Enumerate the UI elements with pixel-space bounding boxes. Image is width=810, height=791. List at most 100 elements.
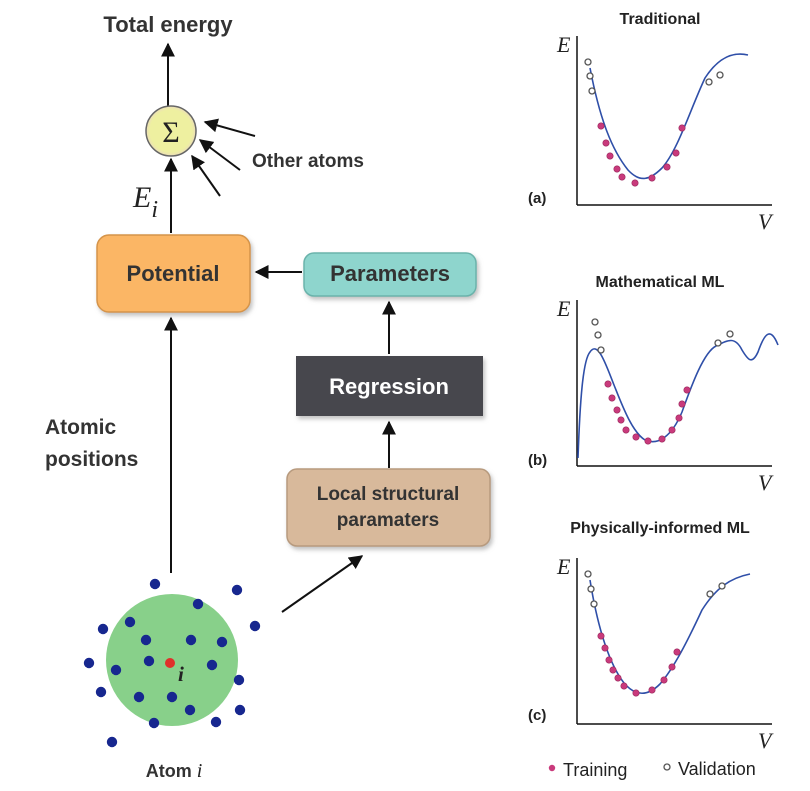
legend: Training Validation [548,759,756,780]
panel-tag: (a) [528,190,546,207]
regression-label: Regression [329,374,449,399]
neighbor-atom-dot [110,664,122,676]
arrow-other-atom-1 [203,118,256,137]
training-point [644,437,652,445]
validation-point [584,570,592,578]
neighbor-atom-dot [148,717,160,729]
training-point [673,648,681,656]
parameters-box: Parameters [303,252,477,297]
x-axis-label: V [758,209,774,234]
validation-point [714,339,722,347]
neighbor-atom-dot [185,634,197,646]
sum-node: Σ [145,105,197,157]
training-point [678,124,686,132]
neighbor-atom-dot [249,620,261,632]
validation-point [590,600,598,608]
training-point [597,122,605,130]
neighbor-atom-dot [166,691,178,703]
regression-box: Regression [296,356,483,416]
training-point [658,435,666,443]
y-axis-label: E [556,296,571,321]
other-atoms-label: Other atoms [252,151,364,172]
training-point [601,644,609,652]
atom-cluster: i [83,578,261,748]
total-energy-label: Total energy [103,12,233,37]
training-point [678,400,686,408]
training-point [608,394,616,402]
center-atom-dot [165,658,175,668]
atomic-positions-line2: positions [45,448,138,471]
potential-label: Potential [127,261,220,286]
training-point [613,165,621,173]
fit-curve [589,573,751,695]
validation-point [588,87,596,95]
neighbor-atom-dot [210,716,222,728]
training-point [614,674,622,682]
validation-point [706,590,714,598]
arrow-other-atom-3 [191,154,221,197]
validation-point [597,346,605,354]
training-point [648,686,656,694]
training-point [668,663,676,671]
neighbor-atom-dot [97,623,109,635]
sum-symbol: Σ [162,116,179,149]
neighbor-atom-dot [234,704,246,716]
x-axis-label: V [758,728,774,753]
training-point [632,433,640,441]
neighbor-atom-dot [192,598,204,610]
local-structural-box: Local structural paramaters [286,468,491,547]
arrow-other-atom-2 [198,139,241,171]
legend-validation-label: Validation [678,759,756,779]
neighbor-atom-dot [216,636,228,648]
training-point [618,173,626,181]
training-point [605,656,613,664]
training-point [604,380,612,388]
training-point [617,416,625,424]
atomic-positions-line1: Atomic [45,416,116,439]
training-point [620,682,628,690]
training-point [597,632,605,640]
neighbor-atom-dot [95,686,107,698]
neighbor-atom-dot [133,691,145,703]
neighbor-atom-dot [149,578,161,590]
neighbor-atom-dot [106,736,118,748]
center-atom-label: i [178,662,184,686]
neighbor-atom-dot [83,657,95,669]
training-point [632,689,640,697]
validation-point [594,331,602,339]
legend-validation-marker [663,763,671,771]
neighbor-atom-dot [143,655,155,667]
energy-ei-label: Ei [132,181,158,223]
fit-curve [577,333,779,459]
training-point [663,163,671,171]
validation-point [718,582,726,590]
training-point [602,139,610,147]
y-axis-label: E [556,32,571,57]
validation-point [705,78,713,86]
neighbor-atom-dot [140,634,152,646]
local-structural-line1: Local structural [317,484,460,505]
x-axis-label: V [758,470,774,495]
y-axis-label: E [556,554,571,579]
potential-box: Potential [96,234,251,313]
panel-title: Physically-informed ML [570,520,750,537]
neighbor-atoms [83,578,261,748]
training-point [675,414,683,422]
training-point [648,174,656,182]
neighbor-atom-dot [184,704,196,716]
validation-point [716,71,724,79]
training-point [613,406,621,414]
panel-tag: (b) [528,452,547,469]
validation-point [726,330,734,338]
validation-point [587,585,595,593]
training-point [622,426,630,434]
training-point [631,179,639,187]
training-point [606,152,614,160]
legend-training-label: Training [563,760,627,780]
training-point [660,676,668,684]
neighbor-atom-dot [231,584,243,596]
training-point [668,426,676,434]
